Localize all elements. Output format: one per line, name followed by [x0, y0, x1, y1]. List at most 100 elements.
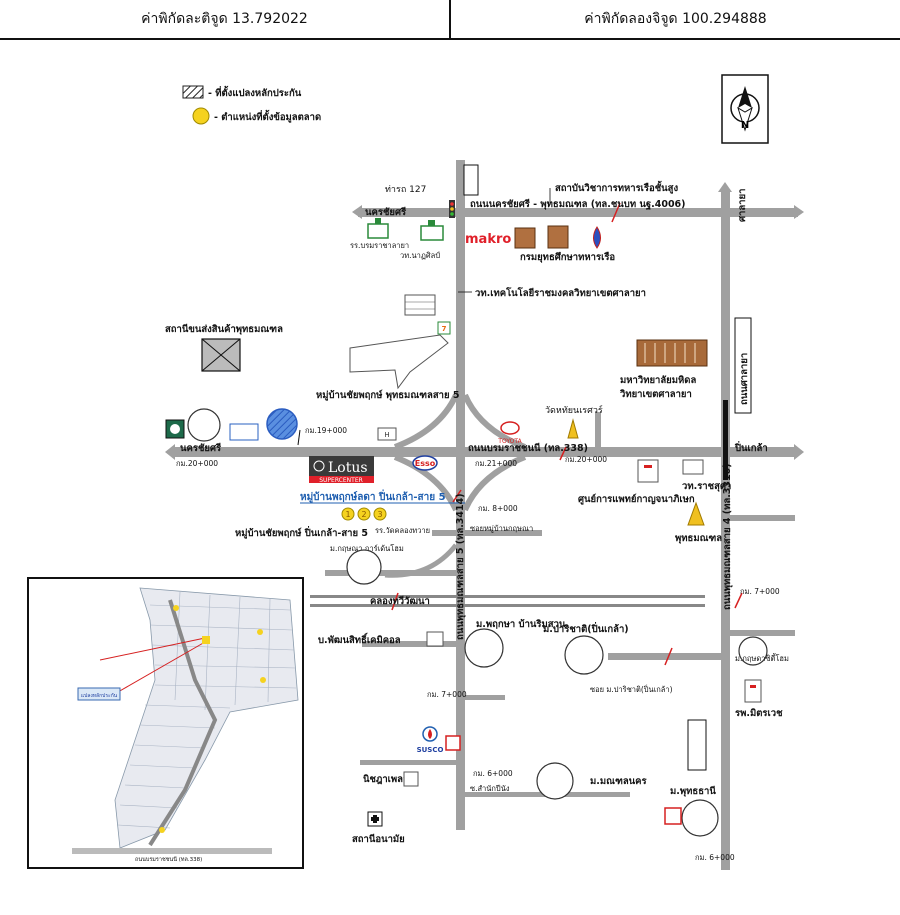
label-pricha: ม.ปาริชาติ(ปิ่นเกล้า) [543, 621, 629, 635]
transport-station-icon [201, 338, 241, 372]
buddhamonthon-temple-icon [687, 501, 705, 526]
collateral-plot-marker [266, 408, 298, 440]
longitude-label: ค่าพิกัดลองจิจูด 100.294888 [449, 0, 900, 38]
market-circle [187, 408, 221, 442]
road-nakhonchaisri [358, 208, 798, 217]
compass-letter: N [741, 120, 749, 131]
market-circle [564, 635, 604, 675]
north-arrow-icon [738, 86, 752, 108]
svg-text:Lotus: Lotus [328, 460, 368, 476]
label-km-20-left: กม.20+000 [176, 459, 218, 468]
label-ratchasuda: วท.ราชสุดา [682, 481, 731, 492]
legend-plot-label: - ที่ตั้งแปลงหลักประกัน [208, 85, 302, 99]
svg-text:H: H [384, 431, 389, 439]
market-circle [738, 636, 768, 666]
factory-icon [426, 631, 444, 647]
label-kritsada-garden: ม.กฤษณา การ์เด้นโฮม [330, 544, 404, 553]
label-km-6-mid: กม. 6+000 [473, 769, 513, 778]
label-mahidol: มหาวิทยาลัยมหิดล [620, 375, 696, 386]
label-school-watkhlong: รร.วัดคลองทวาย [375, 526, 430, 535]
susco-logo: SUSCO [417, 726, 444, 754]
label-km-6-right: กม. 6+000 [695, 853, 735, 862]
label-to-salaya-right: ศาลายา [737, 189, 748, 222]
health-station-icon [367, 811, 383, 827]
label-salaya-road-v: ถนนศาลายา [739, 353, 750, 405]
esso-logo: Esso [412, 455, 438, 471]
label-mittraphap: รพ.มิตรเวช [735, 708, 783, 719]
label-sor-sample: ซ.สำนักปีนัง [470, 784, 510, 793]
svg-text:SUSCO: SUSCO [417, 746, 444, 754]
label-soi-kanokpruk: ซอยหมู่บ้านกฤษณา [470, 524, 533, 533]
college-icon [420, 220, 444, 241]
label-medical-center: ศูนย์การแพทย์กาญจนาภิเษก [578, 493, 695, 506]
coordinate-header: ค่าพิกัดละติจูด 13.792022 ค่าพิกัดลองจิจ… [0, 0, 900, 40]
rmut-building-icon [404, 294, 436, 316]
label-village-5-top: หมู่บ้านชัยพฤกษ์ พุทธมณฑลสาย 5 [316, 389, 459, 402]
latitude-label: ค่าพิกัดละติจูด 13.792022 [141, 11, 308, 27]
temple-icon [567, 418, 579, 439]
label-phatsakon: บ.พัฒนสิทธิ์เคมิคอล [318, 632, 401, 646]
label-buddhamonthon: พุทธมณฑล [675, 533, 722, 544]
inset-plot-label-box [77, 687, 121, 701]
label-km-19: กม.19+000 [305, 426, 347, 435]
mahidol-building-icon [636, 339, 708, 367]
label-village-chaipruk: หมู่บ้านชัยพฤกษ์ ปิ่นเกล้า-สาย 5 [235, 525, 368, 540]
label-km-7-left: กม. 7+000 [427, 690, 467, 699]
svg-text:7: 7 [442, 325, 447, 333]
label-police: สถานีอนามัย [352, 833, 405, 845]
label-rmut-college: วท.เทคโนโลยีราชมงคลวิทยาเขตศาลายา [475, 287, 646, 299]
road-buddhamonthon-4 [721, 190, 730, 870]
market-circle [681, 799, 719, 837]
legend-plot-swatch [182, 85, 204, 99]
label-naval-institute: สถาบันวิชาการทหารเรือชั้นสูง [555, 180, 678, 195]
label-phuttha-thani: ม.พุทธธานี [670, 785, 716, 797]
label-km-7-right: กม. 7+000 [740, 587, 780, 596]
label-nakhonchaisri-road: ถนนนครชัยศรี - พุทธมณฑล (ทล.ชนบท นฐ.4006… [470, 198, 686, 210]
label-to-nakhonchaisri-left: นครชัยศรี [180, 442, 222, 454]
market-circle [464, 628, 504, 668]
label-borommarajonani-road: ถนนบรมราชชนนี (ทล.338) [468, 442, 588, 454]
inset-map: แปลงหลักประกัน ถนนบรมราชชนนี (ทล.338) [27, 577, 304, 869]
label-pruksa-ville: ม.พฤกษา บ้านริมสวน [476, 618, 566, 630]
compass: N [721, 74, 769, 144]
homepro-icon [229, 423, 259, 441]
svg-text:2: 2 [361, 510, 366, 519]
label-km-8: กม. 8+000 [478, 504, 518, 513]
hospital-ratchasuda-icon [637, 459, 659, 483]
label-buddhamonthon4: ถนนพุทธมณฑลสาย 4 (ทล.3310) [722, 463, 733, 610]
svg-text:SUPERCENTER: SUPERCENTER [319, 477, 363, 484]
makro-logo: makro [465, 232, 511, 247]
label-navy-education: กรมยุทธศึกษาทหารเรือ [520, 251, 615, 263]
lotus-logo: Lotus SUPERCENTER [309, 456, 374, 484]
navy-building-icons [514, 225, 569, 249]
svg-text:3: 3 [377, 510, 382, 519]
direction-arrow-shape [349, 334, 449, 390]
label-wat-hua: วัดหทัยนเรศวร์ [545, 404, 603, 416]
svg-text:TOYOTA: TOYOTA [497, 438, 522, 445]
label-college-nattasin: วท.นาฏศิลป์ [400, 251, 440, 260]
label-km-21: กม.21+000 [475, 459, 517, 468]
label-tha-127: ท่ารถ 127 [385, 185, 426, 195]
label-to-nakhonchaisri-top: นครชัยศรี [365, 206, 407, 218]
label-nichada: นิชฎาเพลส [363, 774, 409, 785]
toyota-logo: TOYOTA [497, 421, 523, 445]
label-school-borom: รร.บรมราชาลายา [350, 241, 409, 250]
label-mahidol-campus: วิทยาเขตศาลายา [619, 389, 692, 400]
market-circle [536, 762, 574, 800]
label-mueang: ม.มณฑลนคร [590, 776, 648, 787]
svg-text:1: 1 [345, 510, 350, 519]
honda-logo [377, 427, 397, 441]
market-number-markers: 1 2 3 [341, 507, 387, 521]
label-khlong: คลองทวีวัฒนา [370, 595, 430, 607]
pt-icon-right [664, 807, 682, 825]
legend-market-swatch [192, 107, 210, 125]
road-buddhamonthon-5 [456, 160, 465, 830]
label-buddhamonthon5: ถนนพุทธมณฑลสาย 5 (ทล.3414) [455, 493, 466, 640]
label-buddhamonthon-transport: สถานีขนส่งสินค้าพุทธมณฑล [165, 323, 283, 335]
pt-icon [445, 735, 461, 751]
market-circle [346, 549, 382, 585]
inset-road-label: ถนนบรมราชชนนี (ทล.338) [135, 856, 202, 863]
location-map: - ที่ตั้งแปลงหลักประกัน - ตำแหน่งที่ตั้ง… [27, 74, 804, 870]
school-icon [367, 218, 389, 239]
legend: - ที่ตั้งแปลงหลักประกัน - ตำแหน่งที่ตั้ง… [182, 85, 321, 125]
